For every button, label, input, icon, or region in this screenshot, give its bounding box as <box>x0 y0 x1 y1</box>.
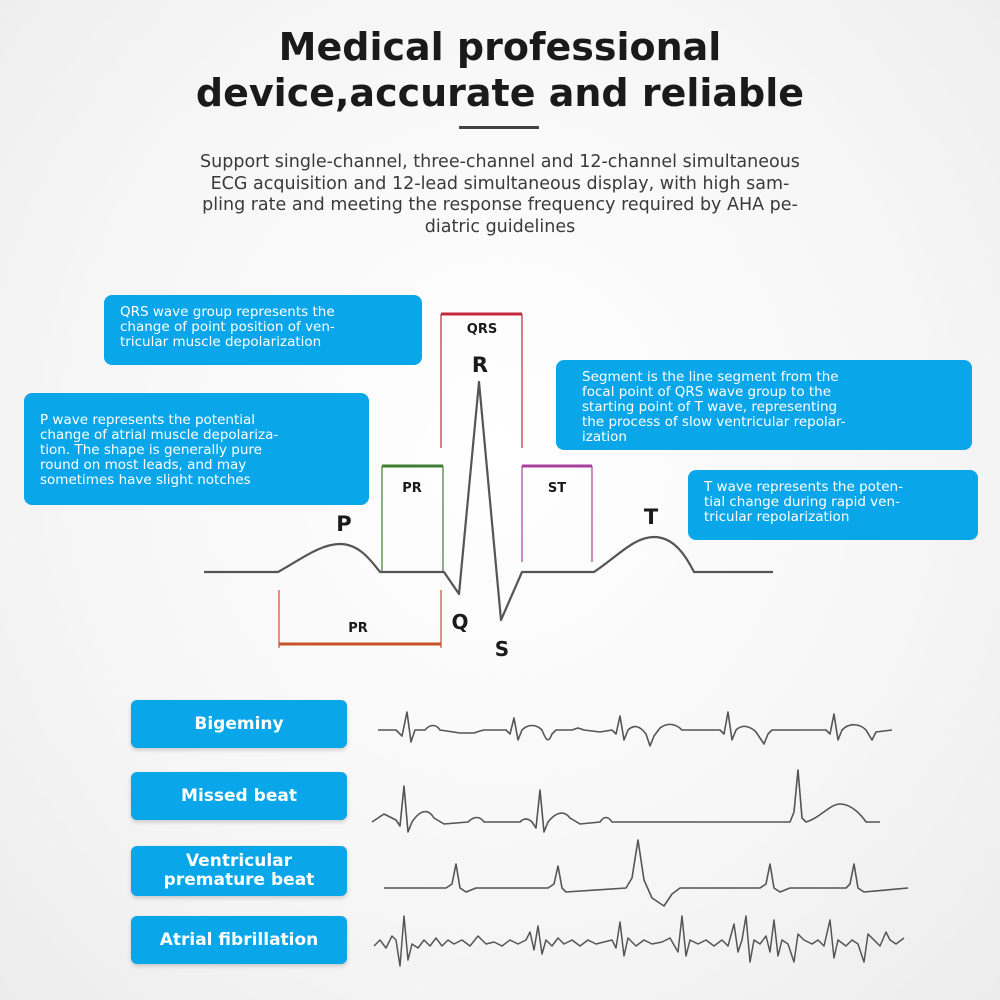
callout-line: round on most leads, and may <box>40 457 247 473</box>
pr-segment-label: PR <box>402 481 422 496</box>
subtitle-line: ECG acquisition and 12-lead simultaneous… <box>210 173 790 194</box>
subtitle-line: diatric guidelines <box>424 216 576 237</box>
p-wave-callout: P wave represents the potential change o… <box>24 393 369 505</box>
subtitle-line: pling rate and meeting the response freq… <box>202 195 798 215</box>
callout-line: Segment is the line segment from the <box>582 369 839 385</box>
callout-line: sometimes have slight notches <box>40 472 251 488</box>
afib-trace <box>373 915 905 967</box>
page-title: Medical professional device,accurate and… <box>0 24 1000 116</box>
st-segment-label: ST <box>548 481 566 496</box>
q-wave-label: Q <box>451 610 468 634</box>
qrs-segment-label: QRS <box>467 322 497 337</box>
pr-interval-label: PR <box>348 621 368 636</box>
callout-line: starting point of T wave, representing <box>582 399 838 415</box>
bigeminy-trace <box>378 711 893 747</box>
callout-line: tion. The shape is generally pure <box>40 442 262 458</box>
afib-label-button: Atrial fibrillation <box>131 916 347 964</box>
vpb-trace <box>384 839 909 907</box>
afib-label: Atrial fibrillation <box>159 929 319 950</box>
t-wave-label: T <box>644 505 659 529</box>
bigeminy-label-button: Bigeminy <box>131 700 347 748</box>
missed-beat-label: Missed beat <box>181 785 297 806</box>
callout-line: the process of slow ventricular repolar- <box>582 414 846 430</box>
callout-line: tricular repolarization <box>704 509 850 525</box>
callout-line: focal point of QRS wave group to the <box>582 384 832 400</box>
callout-line: P wave represents the potential <box>40 412 256 428</box>
callout-line: ization <box>582 429 627 445</box>
missed-beat-label-button: Missed beat <box>131 772 347 820</box>
vpb-label-line-1: Ventricular <box>185 851 293 871</box>
title-divider <box>459 126 539 129</box>
ecg-main-trace <box>204 380 773 622</box>
vpb-label-line-2: premature beat <box>163 870 315 890</box>
callout-line: tricular muscle depolarization <box>120 334 322 350</box>
bigeminy-label: Bigeminy <box>194 713 284 734</box>
segment-callout: Segment is the line segment from the foc… <box>556 360 972 450</box>
subtitle-line: Support single-channel, three-channel an… <box>200 152 800 172</box>
t-wave-callout: T wave represents the poten- tial change… <box>688 470 978 540</box>
s-wave-label: S <box>495 637 509 661</box>
r-wave-label: R <box>472 353 488 377</box>
callout-line: T wave represents the poten- <box>704 479 903 495</box>
p-wave-label: P <box>336 512 351 536</box>
title-line-1: Medical professional <box>278 25 722 69</box>
missed-beat-trace <box>371 769 880 833</box>
callout-line: change of atrial muscle depolariza- <box>40 427 279 443</box>
callout-line: tial change during rapid ven- <box>704 494 900 510</box>
vpb-label-button: Ventricular premature beat <box>131 846 347 896</box>
title-line-2: device,accurate and reliable <box>195 71 805 115</box>
qrs-callout: QRS wave group represents the change of … <box>104 295 422 365</box>
page-subtitle: Support single-channel, three-channel an… <box>80 152 920 238</box>
callout-line: change of point position of ven- <box>120 319 335 335</box>
callout-line: QRS wave group represents the <box>120 304 335 320</box>
